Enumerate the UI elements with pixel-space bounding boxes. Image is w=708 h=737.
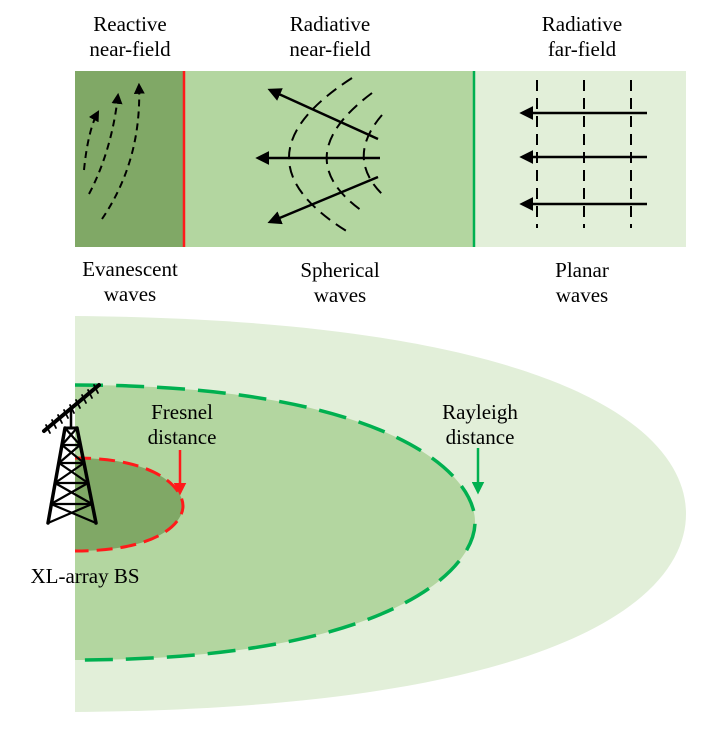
planar-waves-label: Planar waves [555, 258, 609, 307]
spherical-waves-label: Spherical waves [300, 258, 380, 307]
reactive-near-field-title: Reactive near-field [89, 12, 171, 61]
radiative-far-field-title: Radiative far-field [541, 12, 623, 61]
xl-array-bs-label: XL-array BS [30, 564, 140, 588]
xl-array-bs-icon [42, 383, 101, 525]
planar-wave-rays [519, 106, 647, 211]
evanescent-waves-label: Evanescent waves [82, 257, 178, 306]
radiative-near-field-title: Radiative near-field [289, 12, 371, 61]
rayleigh-ellipse [75, 385, 475, 660]
rayleigh-distance-label: Rayleigh distance [442, 400, 518, 449]
evanescent-wave-arcs [83, 82, 145, 220]
fresnel-distance-label: Fresnel distance [147, 400, 217, 449]
fresnel-ellipse [75, 458, 183, 551]
planar-wave-fronts [536, 80, 632, 228]
spherical-wave-rays [255, 88, 380, 225]
radiative-far-field-region [474, 71, 686, 247]
rayleigh-boundary [74, 383, 477, 662]
fresnel-boundary [74, 456, 185, 553]
spherical-wave-fronts [288, 77, 384, 233]
